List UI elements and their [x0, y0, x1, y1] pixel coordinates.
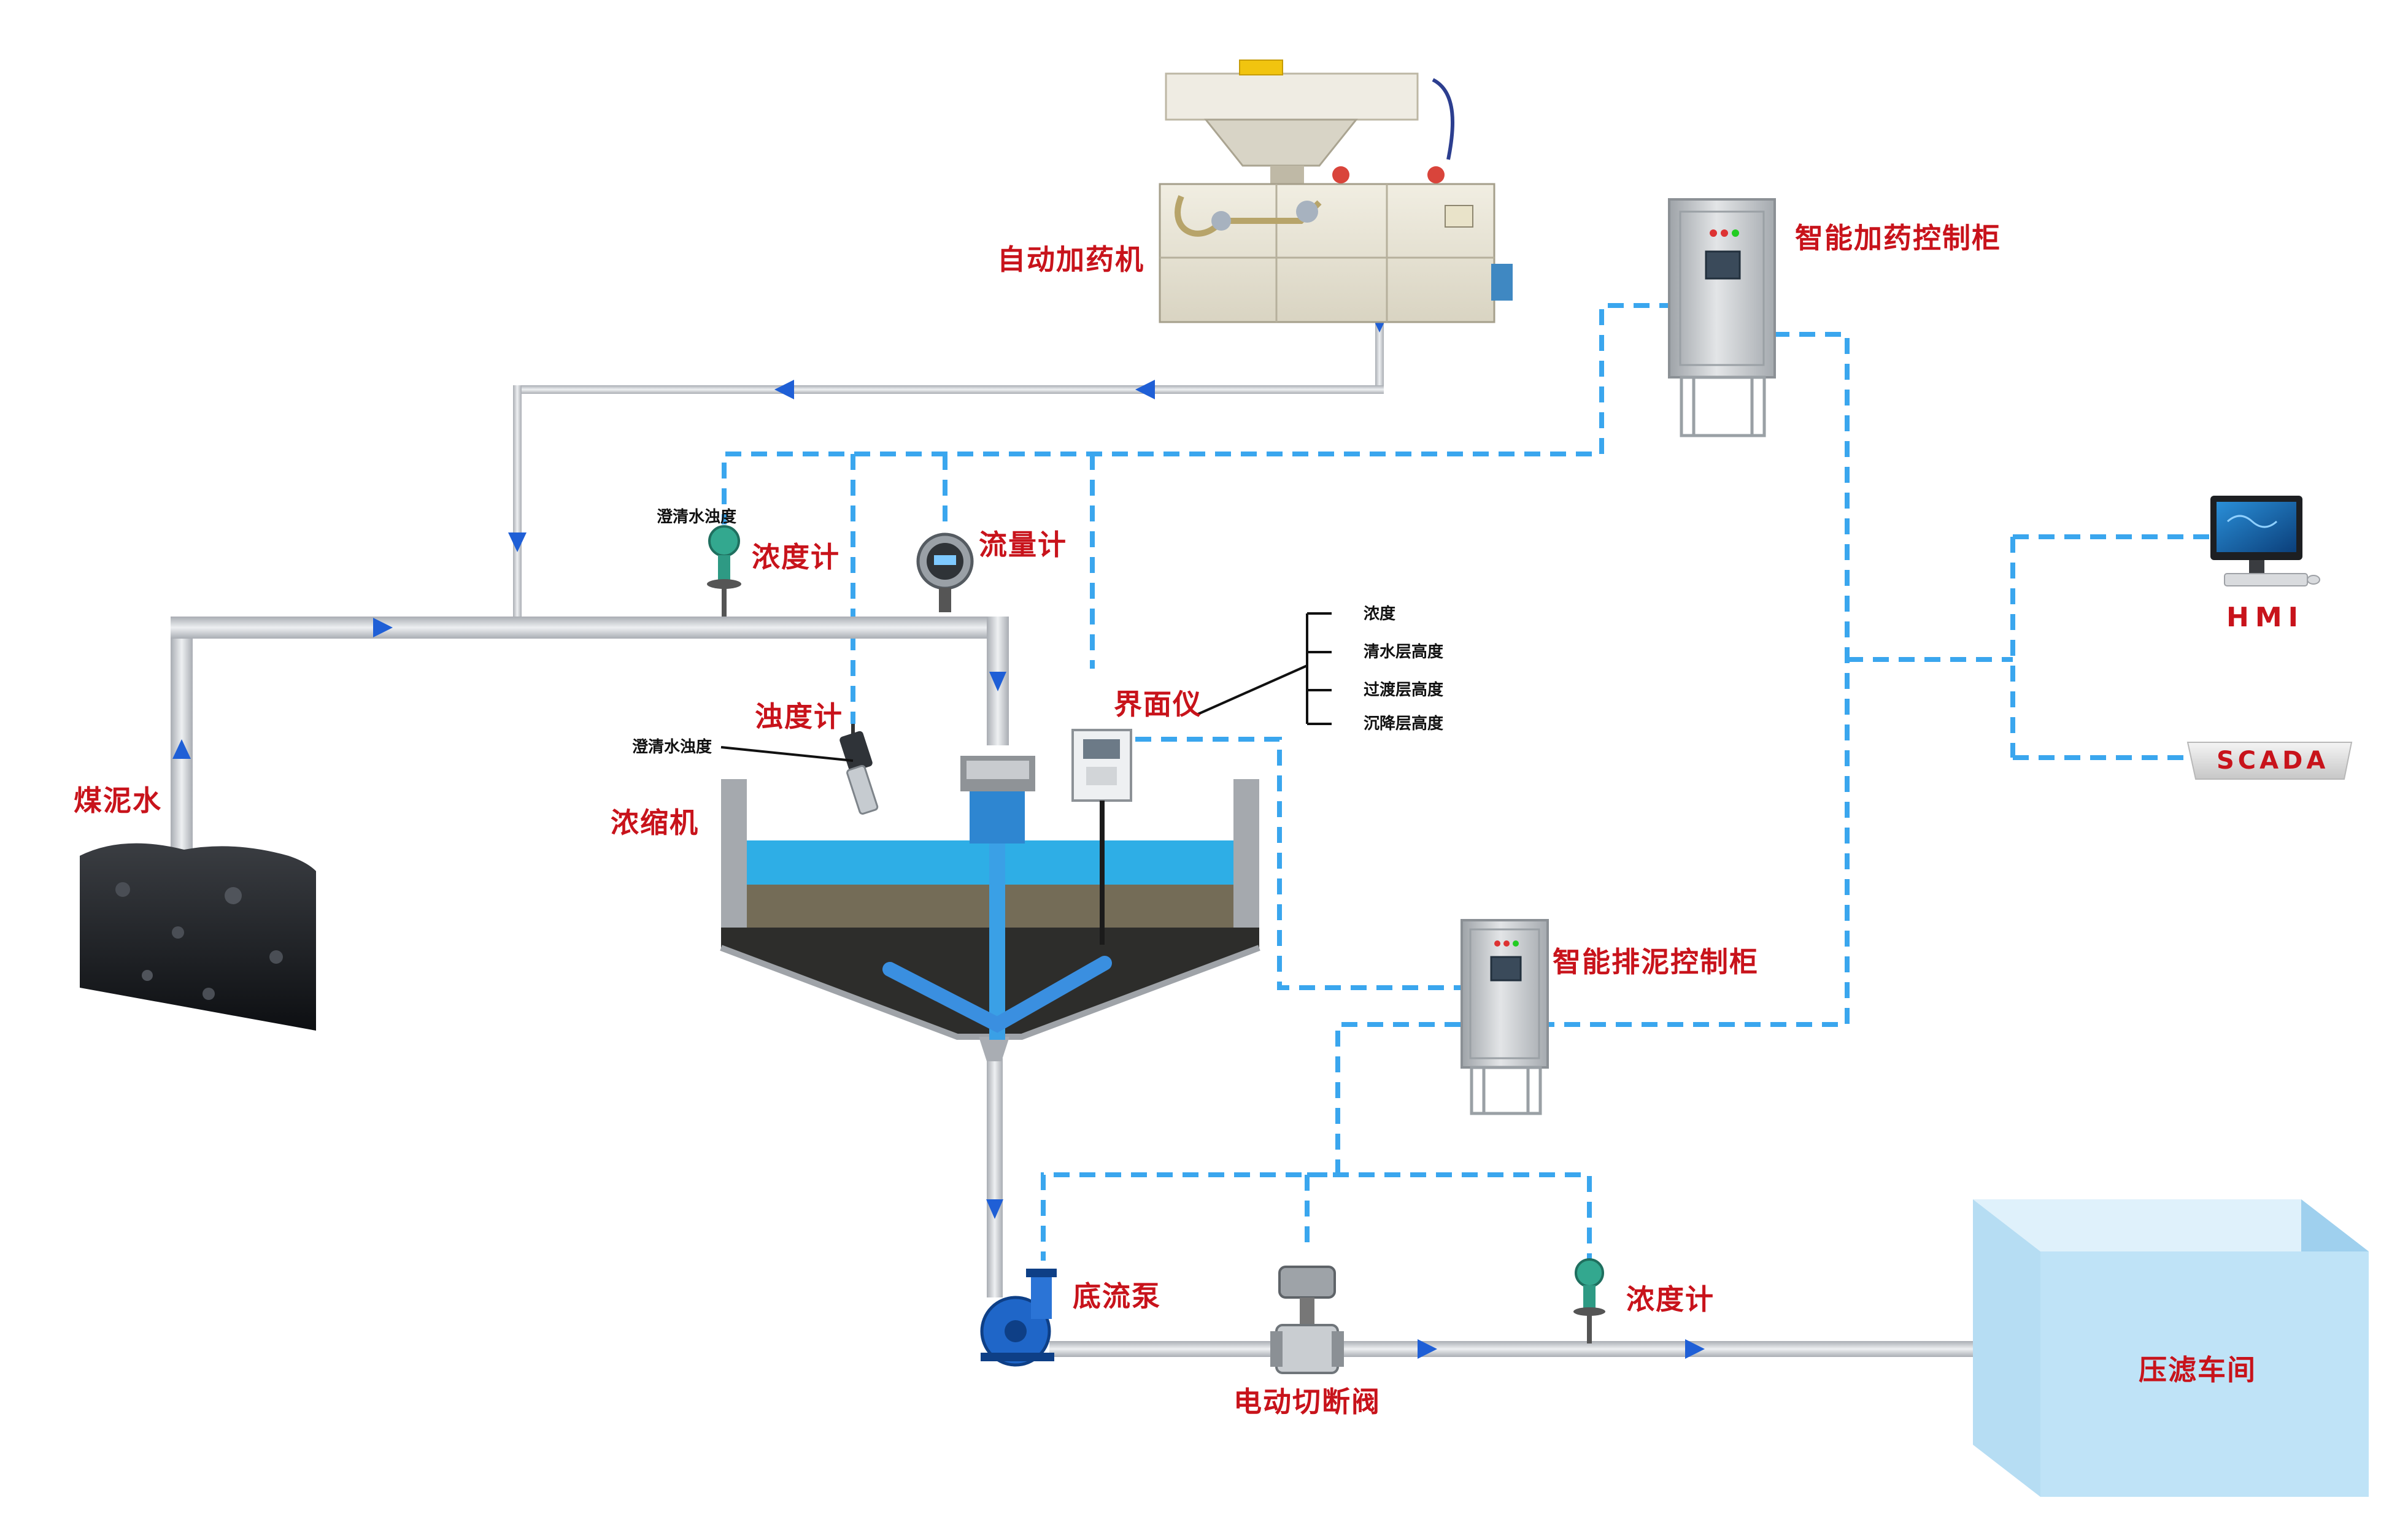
- hmi-label: HMI: [2226, 602, 2304, 633]
- interface-output-item: 浓度: [1364, 605, 1396, 623]
- signal-interface-to-discharge: [1135, 737, 1461, 990]
- dosing-cabinet-label: 智能加药控制柜: [1795, 221, 2001, 255]
- dosing-pipe-horizontal: [513, 385, 1384, 394]
- signal-backbone: [1546, 332, 1850, 1027]
- dosing-pipe-drop: [513, 385, 522, 621]
- turbidity-note: 澄清水浊度: [632, 738, 712, 756]
- flow-meter-device: [916, 532, 974, 612]
- flow-arrows: [172, 313, 1705, 1359]
- flow-arrow-right: [1685, 1339, 1705, 1359]
- thickener-tank: [720, 756, 1260, 1061]
- flow-meter-label: 流量计: [979, 528, 1067, 561]
- feed-pipe-main: [171, 617, 1009, 639]
- signal-to-hmi-scada: [1847, 534, 2221, 760]
- underflow-density-meter-device: [1573, 1258, 1605, 1343]
- flow-arrow-right: [373, 618, 393, 637]
- underflow-pump-label: 底流泵: [1073, 1280, 1161, 1313]
- flow-arrow-left: [774, 380, 794, 399]
- signal-network: [722, 303, 2221, 1264]
- automatic-doser: [1159, 60, 1513, 323]
- discharge-control-cabinet: [1461, 919, 1549, 1115]
- coal-slurry-pile: [80, 843, 316, 1031]
- filter-press-building: [1973, 1199, 2369, 1497]
- feed-density-note: 澄清水浊度: [657, 508, 737, 526]
- underflow-pump-device: [980, 1269, 1057, 1367]
- discharge-pipe: [1049, 1341, 2025, 1357]
- piping: [171, 288, 2025, 1357]
- underflow-density-meter-label: 浓度计: [1626, 1283, 1715, 1316]
- flow-arrow-down: [989, 672, 1006, 691]
- feed-density-meter-device: [707, 525, 741, 617]
- thickener-label: 浓缩机: [611, 806, 699, 839]
- underflow-pipe-down: [987, 1058, 1003, 1297]
- flow-arrow-up: [172, 739, 191, 759]
- turbidity-meter-label: 浊度计: [755, 700, 843, 733]
- flow-arrow-left: [1135, 380, 1155, 399]
- hmi-computer: [2210, 496, 2320, 586]
- interface-output-item: 清水层高度: [1364, 643, 1444, 661]
- doser-label: 自动加药机: [997, 243, 1144, 276]
- flow-arrow-down: [508, 532, 527, 552]
- scada-label: SCADA: [2217, 747, 2329, 775]
- shutoff-valve-label: 电动切断阀: [1233, 1385, 1381, 1418]
- interface-meter-label: 界面仪: [1114, 688, 1202, 721]
- feed-density-meter-label: 浓度计: [752, 540, 840, 574]
- turbidity-note-leader: [720, 746, 854, 762]
- signal-dosing-cabinet-to-field: [722, 303, 1675, 525]
- interface-meter-device: [1071, 729, 1132, 945]
- shutoff-valve-device: [1270, 1266, 1344, 1374]
- interface-output-bracket: [1196, 612, 1332, 725]
- flow-arrow-right: [1418, 1339, 1437, 1359]
- signal-discharge-to-field: [1041, 1022, 1592, 1264]
- discharge-cabinet-label: 智能排泥控制柜: [1553, 945, 1759, 978]
- dosing-control-cabinet: [1668, 198, 1776, 437]
- interface-output-item: 沉降层高度: [1364, 715, 1444, 733]
- turbidity-meter-device: [839, 724, 879, 815]
- scada-tag: [2186, 742, 2353, 780]
- interface-output-item: 过渡层高度: [1364, 681, 1444, 699]
- coal-slurry-label: 煤泥水: [74, 784, 162, 817]
- filter-press-label: 压滤车间: [2139, 1353, 2256, 1386]
- flow-arrow-down: [986, 1199, 1003, 1219]
